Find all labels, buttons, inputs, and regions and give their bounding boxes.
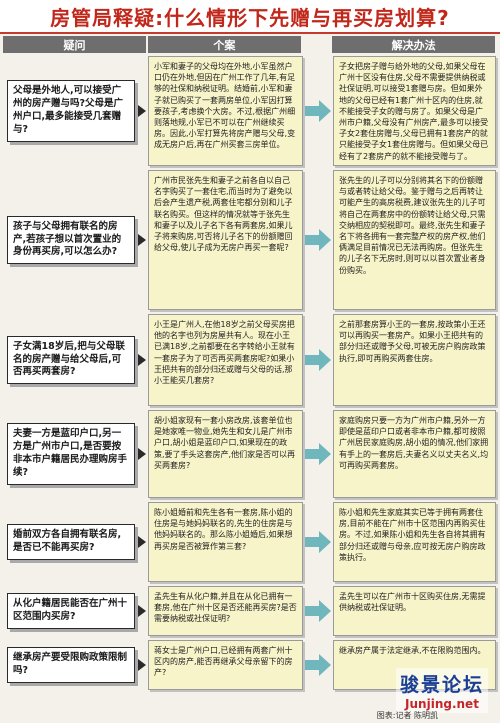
pointer-arrow-icon xyxy=(138,605,146,617)
watermark-url: Junjing.net xyxy=(405,697,479,711)
right-arrow-icon xyxy=(305,100,331,122)
solution-text: 之前那套房算小王的一套房,按政策小王还可以再购买一套房产。如果小王把共有的部分归… xyxy=(333,314,496,406)
case-text: 广州市民张先生和妻子之前各自以自己名字购买了一套住宅,而当时为了避免以后会产生遗… xyxy=(148,170,303,310)
solution-text: 子女把房子赠与给外地的父母,如果父母在广州十区没有住房,父母不需要提供纳税或社保… xyxy=(333,56,496,166)
pointer-arrow-icon xyxy=(138,536,146,548)
question-cell: 夫妻一方是蓝印户口,另一方是广州市户口,是否要按非本市户籍居民办理购房手续? xyxy=(3,410,148,498)
arrow-cell xyxy=(303,170,333,310)
question-text: 夫妻一方是蓝印户口,另一方是广州市户口,是否要按非本市户籍居民办理购房手续? xyxy=(7,423,135,485)
right-arrow-icon xyxy=(305,349,331,371)
question-text: 婚前双方各自拥有联名房,是否已不能再买房? xyxy=(7,524,135,560)
case-text: 小王是广州人,在他18岁之前父母买房把他的名字也列为房屋共有人。现在小王已满18… xyxy=(148,314,303,406)
right-arrow-icon xyxy=(305,600,331,622)
pointer-arrow-icon xyxy=(138,659,146,671)
question-text: 从化户籍居民能否在广州十区范围内买房? xyxy=(7,593,135,629)
solution-text: 陈小姐和先生家庭其实已等于拥有两套住房,目前不能在广州市十区范围内再购买住房。不… xyxy=(333,502,496,582)
table-row: 子女满18岁后,把与父母联名的房产赠与给父母后,可否再买两套房? 小王是广州人,… xyxy=(3,314,497,406)
question-text: 子女满18岁后,把与父母联名的房产赠与给父母后,可否再买两套房? xyxy=(7,335,135,385)
arrow-cell xyxy=(303,314,333,406)
question-cell: 孩子与父母拥有联名的房产,若孩子想以首次置业的身份再买房,可以怎么办? xyxy=(3,170,148,310)
solution-text: 家庭购房只要一方为广州市户籍,另外一方即使是蓝印户口或者非本市户籍,都可按照广州… xyxy=(333,410,496,498)
table-row: 从化户籍居民能否在广州十区范围内买房? 孟先生有从化户籍,并且在从化已拥有一套房… xyxy=(3,586,497,636)
table-row: 孩子与父母拥有联名的房产,若孩子想以首次置业的身份再买房,可以怎么办? 广州市民… xyxy=(3,170,497,310)
pointer-arrow-icon xyxy=(138,354,146,366)
header-solution: 解决办法 xyxy=(332,36,495,53)
case-text: 陈小姐婚前和先生各有一套房,陈小姐的住房是与她妈妈联名的,先生的住房是与他妈妈联… xyxy=(148,502,303,582)
arrow-cell xyxy=(303,410,333,498)
question-cell: 继承房产要受限购政策限制吗? xyxy=(3,640,148,690)
case-text: 孟先生有从化户籍,并且在从化已拥有一套房,他在广州十区是否还能再买房?是否需要纳… xyxy=(148,586,303,636)
solution-text: 张先生的儿子可以分别将其名下的份额赠与或者转让给父母。鉴于赠与之后再转让可能产生… xyxy=(333,170,496,310)
question-cell: 父母是外地人,可以接受广州的房产赠与吗?父母是广州户口,最多能接受几套赠与? xyxy=(3,56,148,166)
arrow-cell xyxy=(303,586,333,636)
pointer-arrow-icon xyxy=(138,448,146,460)
pointer-arrow-icon xyxy=(138,234,146,246)
page-title: 房管局释疑:什么情形下先赠与再买房划算? xyxy=(0,0,500,34)
case-text: 胡小姐家现有一套小房改房,该套单位也是她家唯一物业,她先生和女儿是广州市户口,胡… xyxy=(148,410,303,498)
arrow-cell xyxy=(303,502,333,582)
site-watermark: 骏景论坛 Junjing.net xyxy=(395,668,488,713)
question-text: 继承房产要受限购政策限制吗? xyxy=(7,647,135,683)
arrow-cell xyxy=(303,56,333,166)
question-cell: 从化户籍居民能否在广州十区范围内买房? xyxy=(3,586,148,636)
question-cell: 子女满18岁后,把与父母联名的房产赠与给父母后,可否再买两套房? xyxy=(3,314,148,406)
table-row: 婚前双方各自拥有联名房,是否已不能再买房? 陈小姐婚前和先生各有一套房,陈小姐的… xyxy=(3,502,497,582)
table-row: 夫妻一方是蓝印户口,另一方是广州市户口,是否要按非本市户籍居民办理购房手续? 胡… xyxy=(3,410,497,498)
case-text: 小军和妻子的父母均在外地,小军虽然户口仍在外地,但因在广州工作了几年,有足够的社… xyxy=(148,56,303,166)
right-arrow-icon xyxy=(305,443,331,465)
column-headers: 疑问 个案 解决办法 xyxy=(0,36,500,53)
right-arrow-icon xyxy=(305,654,331,676)
image-credit: 图表:记者 陈明凯 xyxy=(376,711,438,720)
right-arrow-icon xyxy=(305,531,331,553)
header-case: 个案 xyxy=(147,36,301,53)
pointer-arrow-icon xyxy=(138,105,146,117)
question-cell: 婚前双方各自拥有联名房,是否已不能再买房? xyxy=(3,502,148,582)
table-row: 父母是外地人,可以接受广州的房产赠与吗?父母是广州户口,最多能接受几套赠与? 小… xyxy=(3,56,497,166)
question-text: 孩子与父母拥有联名的房产,若孩子想以首次置业的身份再买房,可以怎么办? xyxy=(7,215,135,265)
arrow-cell xyxy=(303,640,333,690)
qa-table: 父母是外地人,可以接受广州的房产赠与吗?父母是广州户口,最多能接受几套赠与? 小… xyxy=(0,53,500,690)
right-arrow-icon xyxy=(305,229,331,251)
watermark-title: 骏景论坛 xyxy=(399,674,484,696)
header-question: 疑问 xyxy=(3,36,146,53)
question-text: 父母是外地人,可以接受广州的房产赠与吗?父母是广州户口,最多能接受几套赠与? xyxy=(7,80,135,142)
header-spacer xyxy=(303,36,331,53)
case-text: 蒋女士是广州户口,已经拥有两套广州十区内的房产,能否再继承父母亲留下的房产? xyxy=(148,640,303,690)
solution-text: 孟先生可以在广州市十区购买住房,无需提供纳税或社保证明。 xyxy=(333,586,496,636)
